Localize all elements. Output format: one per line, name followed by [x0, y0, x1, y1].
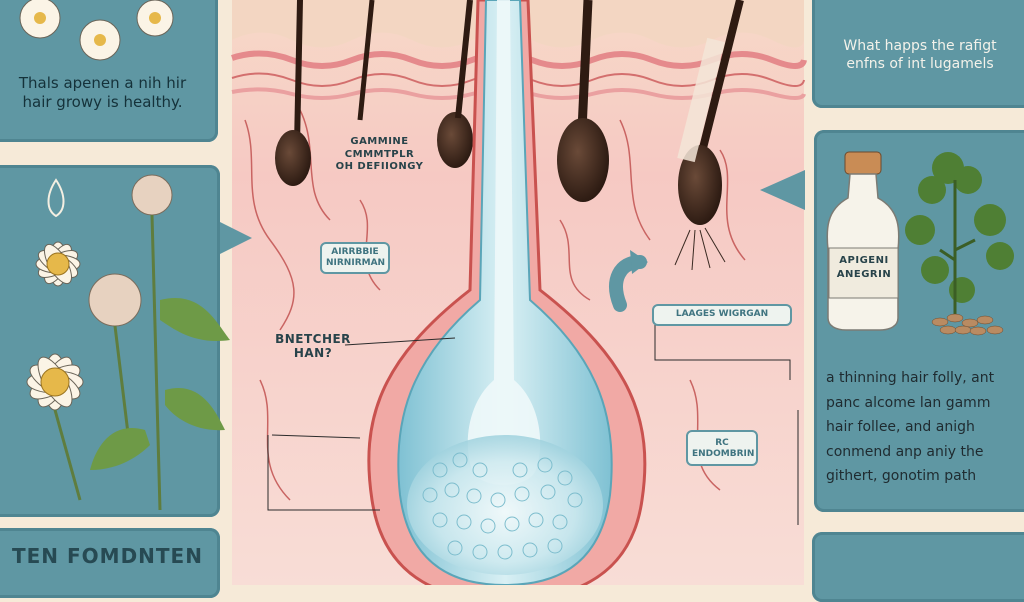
- arrow-left-icon: [760, 170, 805, 210]
- bottle-label: APIGENI ANEGRIN: [830, 254, 898, 281]
- right-text-line-1: a thinning hair folly, ant: [826, 370, 995, 386]
- right-tag: LAAGES WIGRGAN: [652, 304, 792, 326]
- parsley-icon: [905, 152, 1014, 320]
- daisy-flower-icon: [26, 174, 230, 511]
- hair-shaft-4: [577, 0, 593, 131]
- hair-shaft-5: [696, 0, 744, 161]
- right-text-line-4: conmend anp aniy the: [826, 443, 984, 460]
- lower-left-pointer-2: [271, 434, 361, 439]
- question-label: BNETCHER HAN?: [268, 332, 358, 361]
- hair-bulb-5: [678, 145, 722, 225]
- hair-bulb-1: [275, 130, 311, 186]
- question-line-1: BNETCHER: [275, 332, 351, 346]
- top-right-card: [812, 0, 1024, 108]
- hair-follicle-illustration: [19, 0, 1014, 585]
- lower-tag: RC ENDOMBRIN: [686, 430, 758, 466]
- small-tag-line-1: AIRRBBIE: [331, 247, 379, 257]
- bottle-label-line-1: APIGENI: [839, 255, 889, 266]
- small-tag: AIRRBBIE NIRNIRMAN: [320, 242, 390, 274]
- primary-label-line-2: CMMMTPLR: [344, 148, 415, 160]
- right-text-line-2: panc alcome lan gamm: [826, 394, 991, 411]
- hair-bulb-4: [557, 118, 609, 202]
- bottle-icon: [826, 151, 900, 331]
- question-line-2: HAN?: [293, 346, 333, 361]
- top-daisies: [19, 0, 174, 61]
- water-drop-icon: [47, 178, 65, 218]
- right-text-line-3: hair follee, and anigh: [826, 419, 975, 435]
- right-description: a thinning hair folly, ant panc alcome l…: [826, 366, 994, 489]
- question-pointer: [344, 337, 456, 346]
- seed-pile: [931, 313, 1004, 336]
- hair-bulb-2: [437, 112, 473, 168]
- primary-label-line-3: OH DEFIIONGY: [335, 161, 424, 172]
- roots: [674, 227, 726, 271]
- primary-label-line-1: GAMMINE: [350, 136, 409, 147]
- dermal-papilla: [407, 435, 603, 575]
- right-text-line-5: githert, gonotim path: [826, 468, 977, 484]
- lower-left-pointer: [267, 435, 380, 511]
- top-right-caption: What happs the rafigt enfns of int lugam…: [820, 38, 1020, 73]
- footer-title: TEN FOMDNTEN: [12, 544, 203, 568]
- blood-vessels: [244, 109, 746, 501]
- top-right-caption-line-2: enfns of int lugamels: [846, 55, 994, 72]
- hair-shaft-1: [294, 0, 303, 146]
- lower-tag-line-2: ENDOMBRIN: [692, 448, 755, 459]
- small-tag-line-2: NIRNIRMAN: [326, 257, 386, 268]
- hair-shaft-2: [357, 0, 375, 121]
- hair-shaft-3: [455, 0, 473, 119]
- arrow-right-icon: [220, 222, 252, 254]
- lower-tag-line-1: RC: [715, 438, 729, 448]
- papilla-cells: [422, 452, 583, 560]
- right-pointer: [654, 320, 791, 380]
- top-left-caption: Thals apenen a nih hir hair growy is hea…: [0, 74, 205, 112]
- follicle-sheath: [677, 37, 725, 163]
- top-right-caption-line-1: What happs the rafigt: [843, 38, 997, 54]
- hair-core: [467, 0, 541, 485]
- primary-diagram-label: GAMMINE CMMMTPLR OH DEFIIONGY: [322, 136, 437, 174]
- top-left-caption-line-2: hair growy is healthy.: [22, 92, 183, 111]
- bottle-label-line-2: ANEGRIN: [836, 268, 892, 280]
- top-left-caption-line-1: Thals apenen a nih hir: [18, 74, 187, 92]
